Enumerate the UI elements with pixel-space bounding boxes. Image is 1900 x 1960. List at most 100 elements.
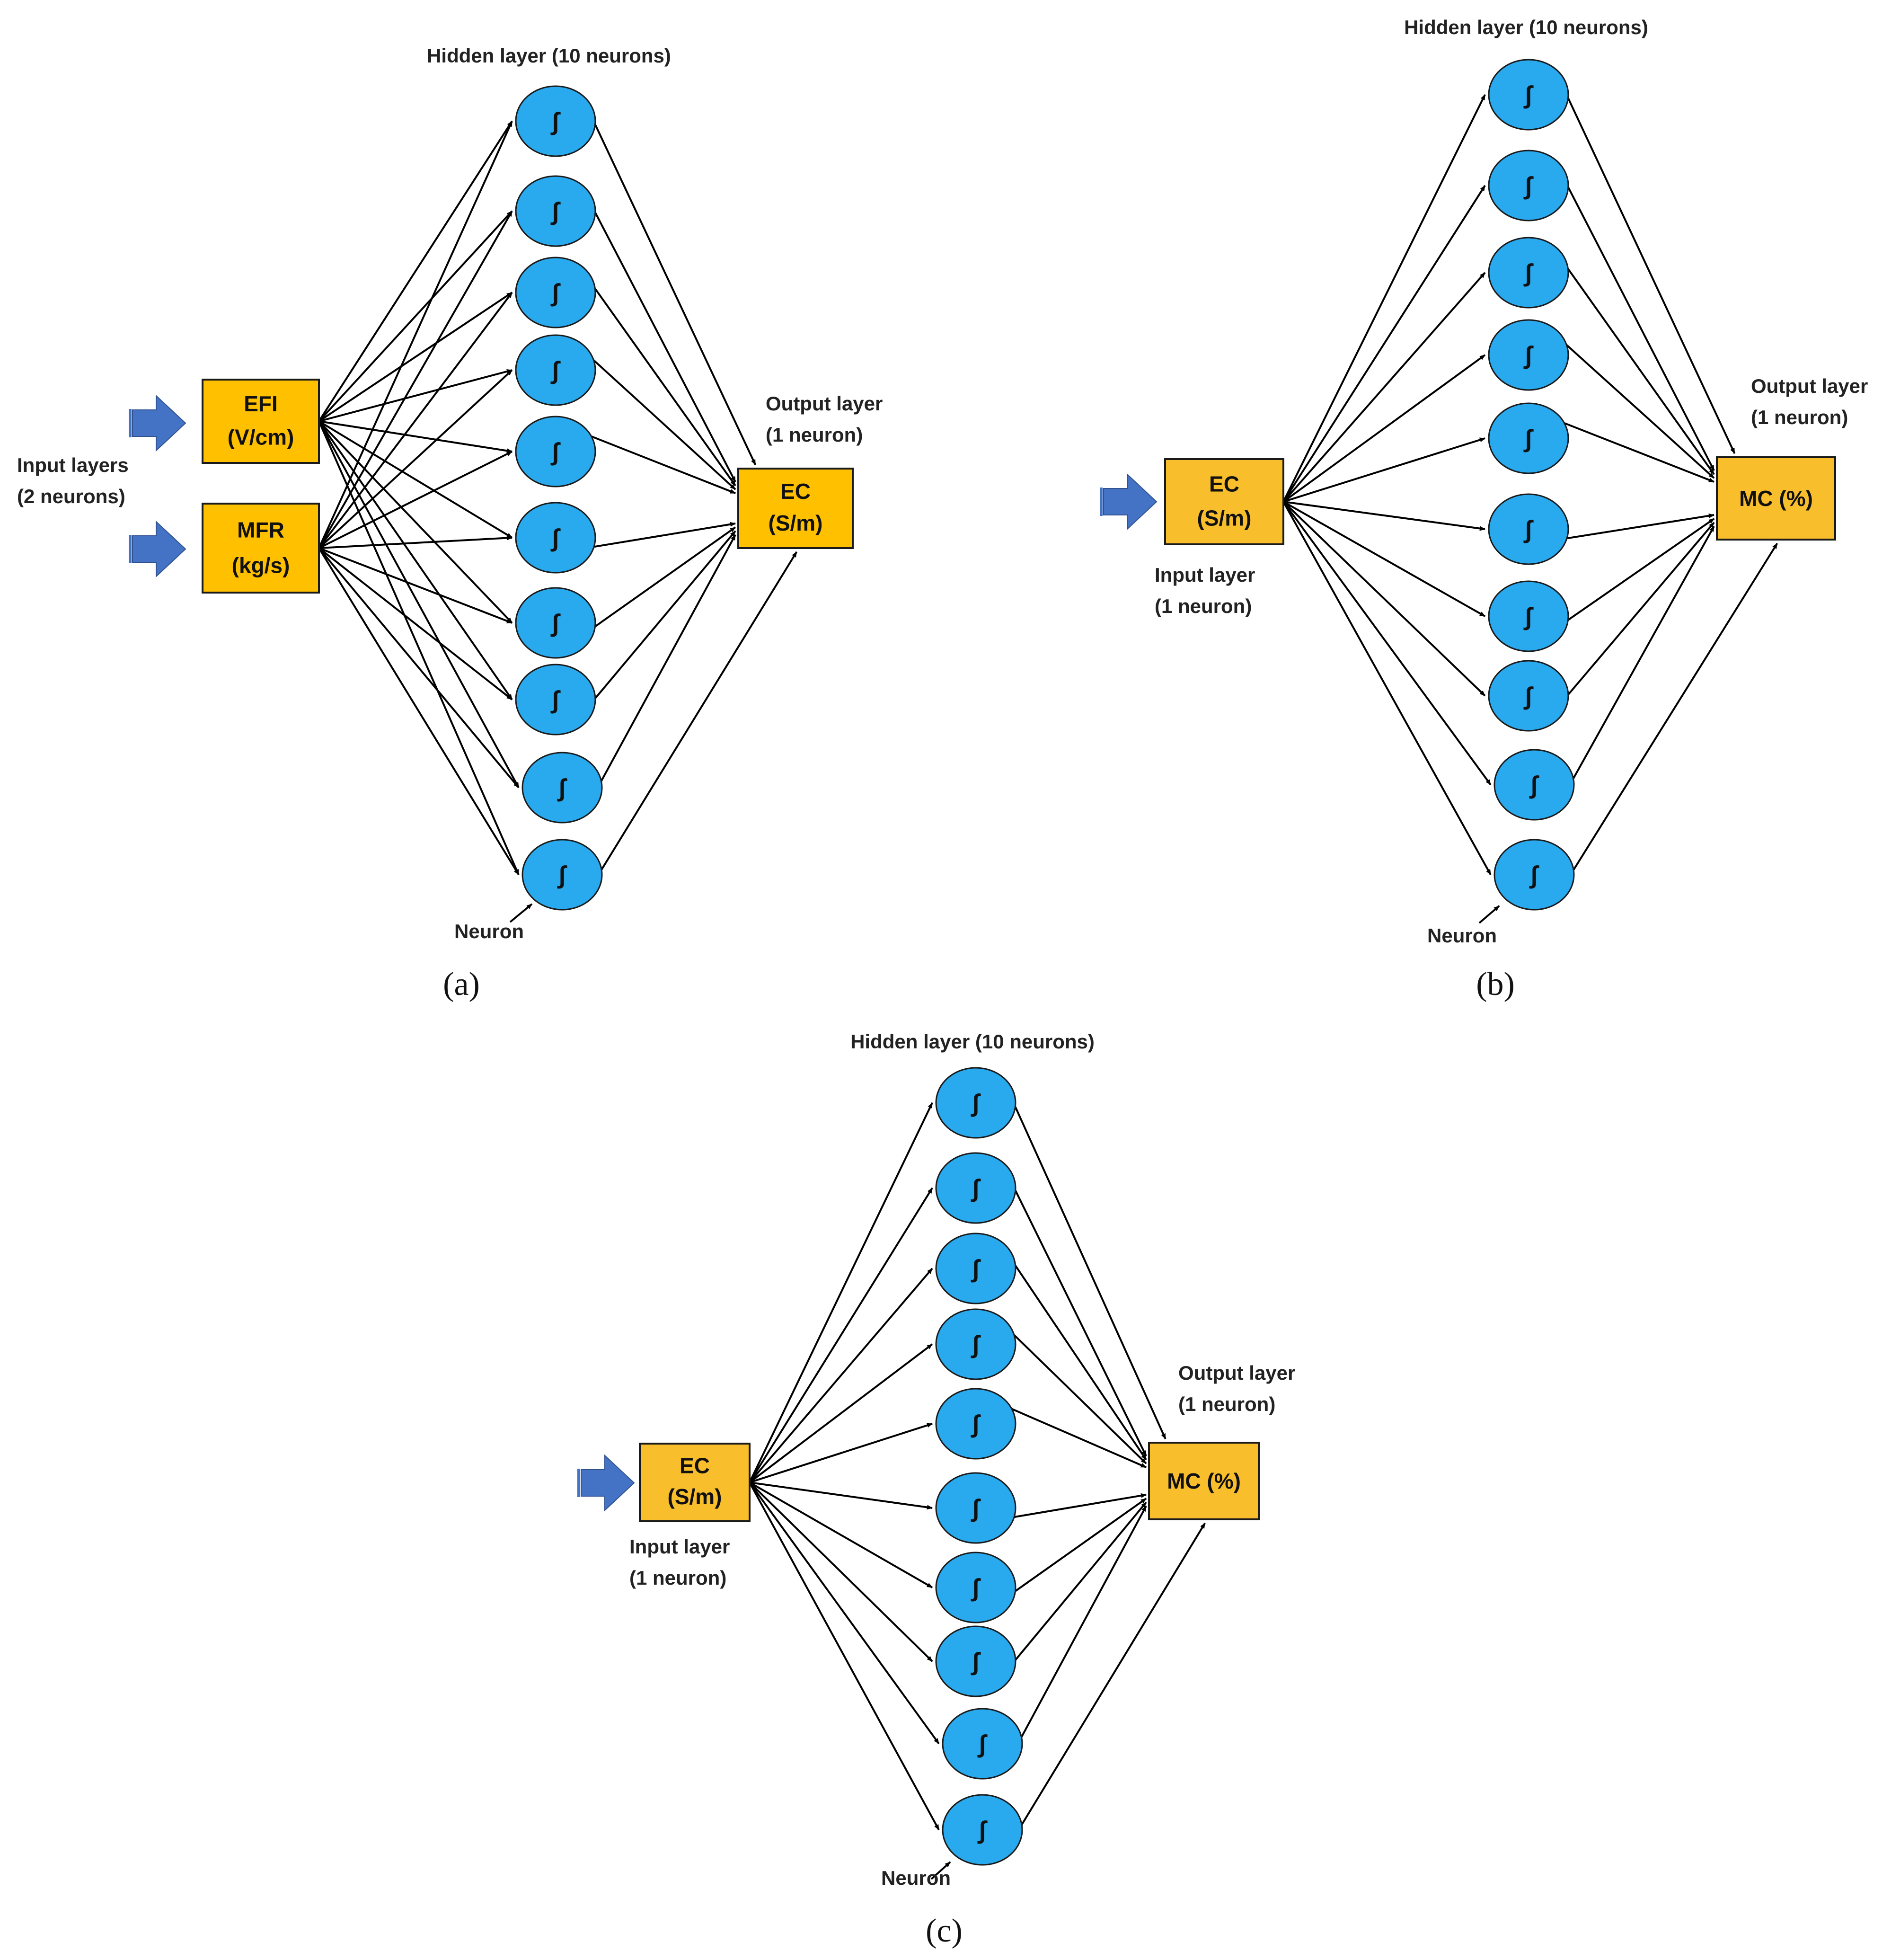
arrow-body (1103, 473, 1158, 531)
integral-icon: ∫ (1523, 172, 1534, 200)
hidden-neuron: ∫ (935, 1308, 1016, 1380)
edge-input-1-to-hidden-5 (318, 420, 513, 453)
input-node-line1: EC (680, 1453, 710, 1478)
integral-icon: ∫ (550, 438, 561, 466)
integral-icon: ∫ (977, 1730, 988, 1758)
integral-icon: ∫ (1529, 861, 1539, 889)
edge-input-2-to-hidden-9 (318, 547, 520, 789)
hidden-neuron: ∫ (1488, 237, 1569, 309)
integral-icon: ∫ (971, 1648, 981, 1676)
neuron-circle (1488, 493, 1569, 565)
input-node-2: MFR(kg/s) (202, 503, 320, 594)
edge-input-1-to-hidden-2 (1282, 185, 1486, 503)
neuron-circle (521, 752, 603, 824)
panel-b-caption: (b) (1476, 966, 1515, 1002)
edge-hidden-10-to-output (1011, 1522, 1206, 1841)
edge-input-1-to-hidden-4 (318, 369, 513, 422)
panel-b-connections (1282, 77, 1778, 886)
output-node: EC (S/m) (737, 468, 854, 549)
integral-icon: ∫ (977, 1817, 988, 1844)
input-box (639, 1443, 751, 1522)
edge-hidden-6-to-output (1005, 1493, 1147, 1520)
panel-b-hidden-layer-label: Hidden layer (10 neurons) (1404, 16, 1648, 38)
edge-hidden-5-to-output (1005, 1405, 1147, 1468)
integral-icon: ∫ (550, 686, 561, 714)
edge-input-2-to-hidden-5 (318, 451, 513, 549)
integral-icon: ∫ (557, 774, 567, 802)
panel-b-output-layer-label-line1: Output layer (1751, 375, 1868, 397)
input-node-line2: (kg/s) (232, 553, 290, 578)
hidden-neuron: ∫ (515, 257, 596, 328)
hidden-neuron: ∫ (515, 175, 596, 247)
edge-hidden-3-to-output (1005, 1250, 1147, 1461)
integral-icon: ∫ (557, 861, 567, 889)
output-box (737, 468, 854, 549)
hidden-neuron: ∫ (1488, 319, 1569, 391)
edge-input-1-to-hidden-7 (318, 420, 513, 624)
hidden-neuron: ∫ (1488, 580, 1569, 652)
input-node-1: EFI(V/cm) (202, 379, 320, 464)
edge-input-1-to-hidden-4 (1282, 354, 1486, 503)
neuron-circle (521, 839, 603, 911)
edge-input-1-to-hidden-2 (318, 210, 513, 422)
edge-input-1-to-hidden-8 (318, 420, 513, 701)
block-arrow-right-icon (1100, 473, 1158, 531)
edge-hidden-8-to-output (584, 530, 736, 711)
hidden-neuron: ∫ (1493, 839, 1575, 911)
output-node-line1: EC (780, 479, 811, 504)
edge-hidden-8-to-output (1557, 522, 1715, 707)
hidden-neuron: ∫ (935, 1472, 1016, 1544)
edge-input-2-to-hidden-4 (318, 369, 513, 549)
edge-hidden-3-to-output (584, 274, 736, 487)
hidden-neuron: ∫ (935, 1625, 1016, 1697)
integral-icon: ∫ (1523, 81, 1534, 109)
neuron-circle (515, 257, 596, 328)
hidden-neuron: ∫ (935, 1552, 1016, 1623)
hidden-neuron: ∫ (515, 416, 596, 488)
hidden-neuron: ∫ (515, 664, 596, 736)
integral-icon: ∫ (1523, 683, 1534, 710)
panel-c: ∫∫∫∫∫∫∫∫∫∫EC(S/m)MC (%) (577, 1067, 1260, 1880)
edge-hidden-1-to-output (584, 103, 757, 465)
edge-hidden-7-to-output (584, 526, 736, 634)
arrow-tail-bar (129, 409, 132, 437)
edge-input-2-to-hidden-3 (318, 292, 513, 549)
neuron-circle (1488, 59, 1569, 131)
input-box (202, 379, 320, 464)
edge-hidden-7-to-output (1557, 518, 1715, 628)
input-node-line2: (S/m) (668, 1484, 722, 1509)
integral-icon: ∫ (1523, 603, 1534, 630)
edge-input-1-to-hidden-2 (749, 1187, 933, 1483)
hidden-neuron: ∫ (1488, 660, 1569, 732)
edge-input-2-to-hidden-10 (318, 547, 520, 876)
neuron-circle (1488, 580, 1569, 652)
edge-input-1-to-hidden-8 (749, 1481, 933, 1662)
neuron-circle (1488, 660, 1569, 732)
neuron-circle (935, 1067, 1016, 1139)
integral-icon: ∫ (1523, 342, 1534, 369)
neuron-circle (1488, 402, 1569, 474)
input-node-line1: EC (1209, 471, 1239, 496)
edge-input-1-to-hidden-4 (749, 1343, 933, 1483)
panel-a-output-layer-label-line2: (1 neuron) (766, 424, 863, 446)
panel-a-neuron-label: Neuron (454, 920, 524, 942)
integral-icon: ∫ (1529, 772, 1539, 799)
neuron-circle (515, 85, 596, 157)
edge-input-1-to-hidden-5 (1283, 437, 1485, 503)
neuron-circle (1488, 319, 1569, 391)
integral-icon: ∫ (1523, 516, 1534, 543)
panel-b-output-layer-label-line2: (1 neuron) (1751, 406, 1848, 428)
input-node-1: EC (S/m) (639, 1443, 751, 1522)
input-node-line1: EFI (244, 391, 278, 416)
arrow-tail-bar (577, 1469, 580, 1497)
edge-input-1-to-hidden-5 (749, 1423, 933, 1483)
output-node-line2: (S/m) (769, 511, 823, 535)
edge-hidden-6-to-output (1558, 513, 1714, 541)
hidden-neuron: ∫ (1488, 402, 1569, 474)
panel-c-hidden-layer-label: Hidden layer (10 neurons) (850, 1030, 1095, 1053)
integral-icon: ∫ (971, 1574, 981, 1602)
edge-input-2-to-hidden-1 (318, 121, 513, 549)
edge-input-1-to-hidden-9 (318, 421, 520, 788)
hidden-neuron: ∫ (515, 587, 596, 659)
